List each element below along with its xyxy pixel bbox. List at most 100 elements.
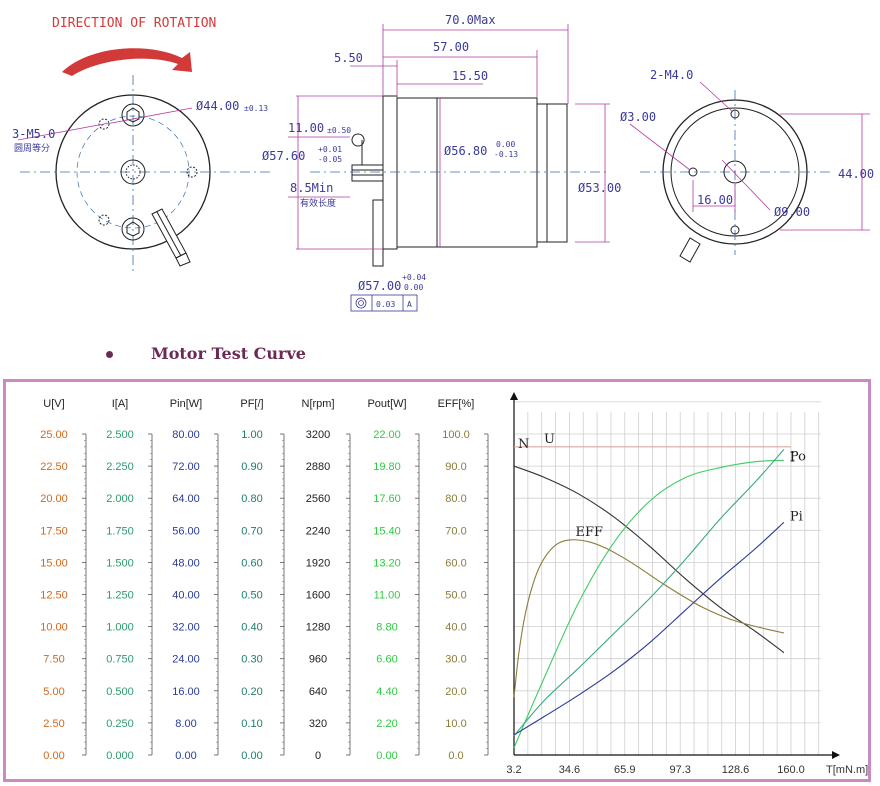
- scale-tick-label: 2880: [306, 461, 330, 473]
- scale-tick-label: 2.250: [106, 461, 134, 473]
- scale-tick-label: 1.00: [241, 429, 262, 441]
- scale-tick-label: 48.00: [172, 557, 200, 569]
- series-label-u: U: [544, 432, 555, 447]
- series-line-n: [513, 465, 785, 654]
- rear-dimension-lines: [629, 81, 870, 231]
- scale-tick-label: 320: [309, 718, 327, 730]
- scale-tick-label: 0.750: [106, 654, 134, 666]
- scale-tick-label: 2.20: [376, 718, 397, 730]
- scale-tick-label: 0.00: [241, 750, 262, 762]
- rotation-label: DIRECTION OF ROTATION: [52, 16, 216, 31]
- scale-tick-label: 10.0: [445, 718, 466, 730]
- series-line-po: [513, 459, 784, 748]
- rear-spacing: 16.00: [697, 193, 733, 207]
- x-tick-label: 65.9: [614, 764, 635, 776]
- scale-tick-label: 80.00: [172, 429, 200, 441]
- scale-tick-label: 0.000: [106, 750, 134, 762]
- scale-tick-label: 8.00: [175, 718, 196, 730]
- series-line-pi: [513, 521, 785, 736]
- rear-holes-label: 2-M4.0: [650, 68, 693, 82]
- len-body: 57.00: [433, 40, 469, 54]
- flange-tol-up: +0.01: [318, 145, 342, 154]
- scale-tick-label: 0.70: [241, 525, 262, 537]
- rotation-arrow-icon: [62, 48, 192, 76]
- front-view: [20, 75, 270, 275]
- scale-tick-label: 25.00: [40, 429, 68, 441]
- rear-center-dia: Ø9.00: [774, 205, 810, 219]
- scale-tick-label: 40.00: [172, 590, 200, 602]
- scale-tick-label: 22.00: [373, 429, 401, 441]
- scale-tick-label: 1.750: [106, 525, 134, 537]
- scale-tick-label: 72.00: [172, 461, 200, 473]
- scale-tick-label: 3200: [306, 429, 330, 441]
- len-b: 15.50: [452, 69, 488, 83]
- scale-tick-label: 640: [309, 686, 327, 698]
- axis-header: EFF[%]: [438, 398, 475, 410]
- x-tick-label: 128.6: [722, 764, 750, 776]
- shaft-len: 11.00: [288, 121, 324, 135]
- body-tol-low: -0.13: [494, 150, 518, 159]
- scale-tick-label: 960: [309, 654, 327, 666]
- scale-tick-label: 12.50: [40, 590, 68, 602]
- rear-dia: Ø53.00: [578, 181, 621, 195]
- x-tick-label: 3.2: [506, 764, 521, 776]
- scale-tick-label: 1.500: [106, 557, 134, 569]
- scale-tick-label: 0.80: [241, 493, 262, 505]
- series-label-i: I: [790, 450, 795, 465]
- front-holes-note: 圆周等分: [14, 142, 50, 154]
- scale-tick-label: 0.20: [241, 686, 262, 698]
- scale-tick-label: 0.90: [241, 461, 262, 473]
- min-len-note: 有效长度: [300, 197, 336, 209]
- scale-tick-label: 20.0: [445, 686, 466, 698]
- len-a: 5.50: [334, 51, 363, 65]
- scale-tick-label: 2240: [306, 525, 330, 537]
- side-view: [310, 95, 610, 267]
- pilot-tol-low: 0.00: [404, 283, 423, 292]
- x-tick-label: 34.6: [559, 764, 580, 776]
- rear-height: 44.00: [838, 167, 874, 181]
- scale-tick-label: 70.0: [445, 525, 466, 537]
- scale-tick-label: 19.80: [373, 461, 401, 473]
- scale-tick-label: 24.00: [172, 654, 200, 666]
- concentric-value: 0.03: [376, 300, 395, 309]
- scale-tick-label: 2.50: [43, 718, 64, 730]
- min-len: 8.5Min: [290, 181, 333, 195]
- scale-tick-label: 22.50: [40, 461, 68, 473]
- scale-tick-label: 40.0: [445, 622, 466, 634]
- scale-tick-label: 0.30: [241, 654, 262, 666]
- plot-labels: UN EFF PoI Pi: [518, 432, 806, 540]
- body-dia: Ø56.80: [444, 144, 487, 158]
- section-title: Motor Test Curve: [106, 344, 306, 363]
- series-label-n: N: [518, 437, 529, 452]
- scale-tick-label: 11.00: [374, 590, 401, 602]
- axis-header: Pout[W]: [367, 398, 406, 410]
- series-label-po: Po: [790, 449, 806, 464]
- scale-tick-label: 0.10: [241, 718, 262, 730]
- scale-tick-label: 7.50: [43, 654, 64, 666]
- scale-tick-label: 0.00: [175, 750, 196, 762]
- scale-tick-label: 0: [315, 750, 321, 762]
- scale-tick-label: 17.60: [373, 493, 401, 505]
- scale-tick-label: 5.00: [43, 686, 64, 698]
- scale-tick-label: 15.00: [40, 557, 68, 569]
- bullet-icon: [106, 351, 113, 358]
- scale-tick-label: 13.20: [373, 557, 401, 569]
- scale-tick-label: 0.50: [241, 590, 262, 602]
- x-tick-label: 160.0: [777, 764, 805, 776]
- scale-tick-label: 100.0: [442, 429, 470, 441]
- scale-tick-label: 0.00: [376, 750, 397, 762]
- scale-tick-label: 90.0: [445, 461, 466, 473]
- pilot-dia: Ø57.00: [358, 279, 401, 293]
- body-tol-up: 0.00: [496, 140, 515, 149]
- series-label-pi: Pi: [790, 509, 803, 524]
- series-label-eff: EFF: [575, 525, 603, 540]
- scale-tick-label: 16.00: [172, 686, 200, 698]
- scale-tick-label: 56.00: [172, 525, 200, 537]
- scale-tick-label: 30.0: [445, 654, 466, 666]
- scale-tick-label: 0.40: [241, 622, 262, 634]
- axis-header: PF[/]: [240, 398, 263, 410]
- flange-tol-low: -0.05: [318, 155, 342, 164]
- scale-tick-label: 80.0: [445, 493, 466, 505]
- rear-hole-dia: Ø3.00: [620, 110, 656, 124]
